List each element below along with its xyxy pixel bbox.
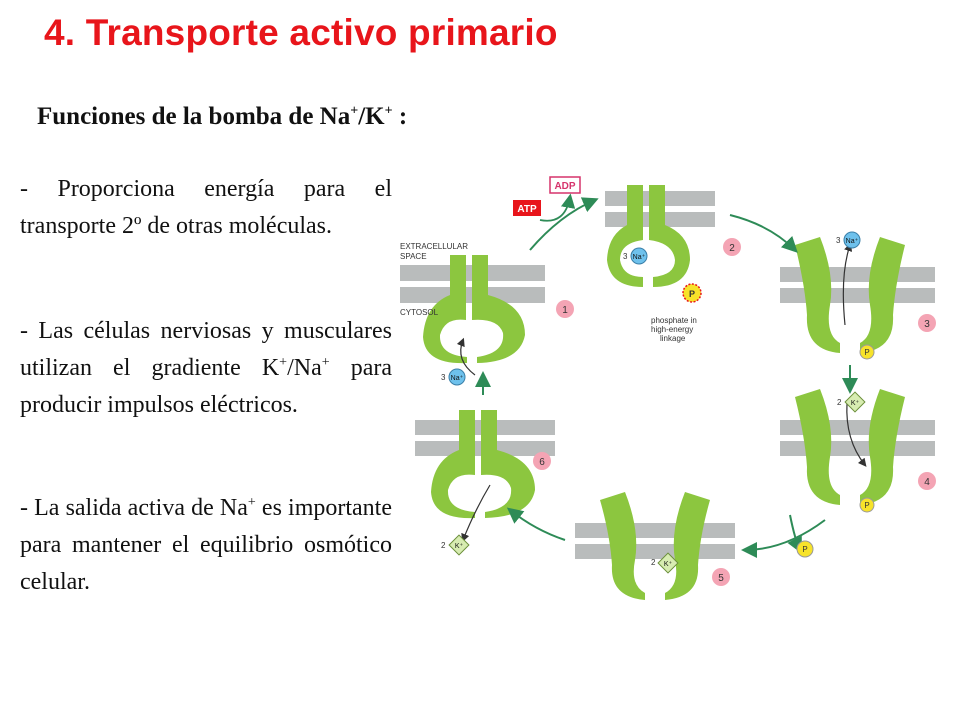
- pump-state-1: [423, 255, 525, 364]
- adp-label: ADP: [549, 176, 581, 194]
- phosphate-released: P: [796, 540, 814, 558]
- pump-state-6: [431, 410, 535, 519]
- sodium-ion-1: 3 Na⁺: [441, 368, 466, 386]
- pump-state-5: [600, 492, 710, 600]
- potassium-ion-6: 2 K⁺: [441, 534, 470, 556]
- potassium-ion-5: 2 K⁺: [651, 552, 679, 574]
- page-title: 4. Transporte activo primario: [44, 12, 558, 53]
- cytosol-label: CYTOSOL: [400, 308, 439, 317]
- svg-text:2: 2: [441, 541, 446, 550]
- step-badge-6: 6: [533, 452, 551, 470]
- svg-text:2: 2: [837, 398, 842, 407]
- atp-to-adp-arrow: [539, 193, 576, 222]
- ion-movement-arrows: [456, 242, 867, 543]
- svg-text:2: 2: [651, 558, 656, 567]
- sodium-potassium-pump-cycle-diagram: ATP ADP EXTRACELLULAR SPACE CYTOSOL phos…: [400, 176, 936, 600]
- function-impulse-paragraph: - Las células nerviosas y musculares uti…: [20, 318, 392, 418]
- svg-text:Na⁺: Na⁺: [633, 254, 646, 261]
- svg-text:P: P: [864, 348, 869, 357]
- step-badge-4: 4: [918, 472, 936, 490]
- pump-state-4: [795, 389, 905, 505]
- function-osmotic-paragraph: - La salida activa de Na+ es importante …: [20, 495, 393, 595]
- svg-text:4: 4: [924, 477, 930, 488]
- membrane-5: [575, 523, 735, 559]
- space-label: SPACE: [400, 252, 427, 261]
- function-energy-paragraph: - Proporciona energía para el transporte…: [20, 176, 392, 239]
- svg-text:3: 3: [623, 252, 628, 261]
- phosphate-bound-2: P: [682, 283, 702, 303]
- svg-text:K⁺: K⁺: [851, 400, 860, 407]
- svg-text:K⁺: K⁺: [664, 561, 673, 568]
- step-badge-2: 2: [723, 238, 741, 256]
- svg-text:phosphate in: phosphate in: [651, 316, 697, 325]
- pump-state-3: [795, 237, 905, 353]
- sodium-ion-2: 3 Na⁺: [623, 247, 648, 265]
- svg-text:3: 3: [441, 373, 446, 382]
- svg-text:3: 3: [836, 236, 841, 245]
- extracellular-label: EXTRACELLULAR: [400, 242, 468, 251]
- cycle-arrows: [475, 197, 858, 558]
- svg-text:1: 1: [562, 305, 568, 316]
- sodium-ion-3: 3 Na⁺: [836, 231, 861, 249]
- potassium-ion-4: 2 K⁺: [837, 391, 866, 413]
- step-badge-3: 3: [918, 314, 936, 332]
- svg-text:linkage: linkage: [660, 334, 686, 343]
- svg-text:5: 5: [718, 573, 724, 584]
- svg-text:ATP: ATP: [517, 204, 537, 215]
- svg-text:P: P: [864, 501, 869, 510]
- phosphate-3: P: [859, 344, 875, 360]
- svg-text:high-energy: high-energy: [651, 325, 693, 334]
- svg-text:P: P: [802, 545, 807, 554]
- svg-text:6: 6: [539, 457, 545, 468]
- step-badge-5: 5: [712, 568, 730, 586]
- atp-label: ATP: [513, 200, 541, 216]
- svg-text:ADP: ADP: [554, 181, 575, 192]
- svg-text:Na⁺: Na⁺: [846, 238, 859, 245]
- svg-text:P: P: [689, 289, 695, 299]
- step-badge-1: 1: [556, 300, 574, 318]
- svg-text:Na⁺: Na⁺: [451, 375, 464, 382]
- svg-text:K⁺: K⁺: [455, 543, 464, 550]
- svg-text:2: 2: [729, 243, 735, 254]
- pump-state-2: [607, 185, 690, 287]
- phosphate-4: P: [859, 497, 875, 513]
- svg-text:3: 3: [924, 319, 930, 330]
- section-subtitle: Funciones de la bomba de Na+/K+ :: [37, 103, 408, 130]
- phosphate-linkage-label: phosphate in high-energy linkage: [651, 316, 697, 343]
